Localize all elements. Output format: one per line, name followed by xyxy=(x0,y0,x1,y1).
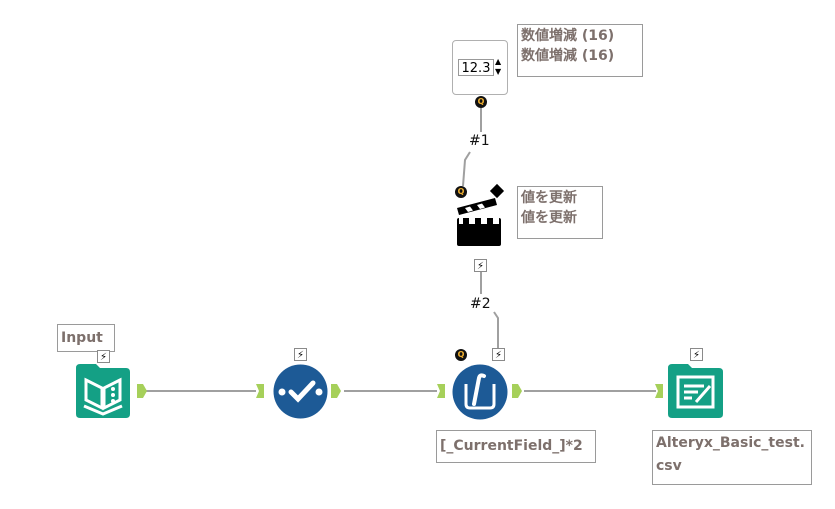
input-annotation: Input xyxy=(57,324,115,352)
connection-label-1: #1 xyxy=(469,133,490,149)
input-output-anchor xyxy=(137,384,147,398)
connection-2-bottom xyxy=(493,311,499,348)
lightning-anchor-icon[interactable]: ⚡ xyxy=(97,350,110,363)
formula-tool-beaker-icon[interactable] xyxy=(452,364,508,420)
lightning-anchor-icon[interactable]: ⚡ xyxy=(474,259,487,272)
question-anchor-icon[interactable]: Q xyxy=(455,186,467,198)
action-tool-clapperboard-icon[interactable] xyxy=(455,196,503,248)
output-annotation: Alteryx_Basic_test.csv xyxy=(652,430,812,485)
annotation-line: 数値増減 (16) xyxy=(521,48,615,64)
select-output-anchor xyxy=(331,384,341,398)
connection-label-2: #2 xyxy=(470,296,491,312)
lightning-anchor-icon[interactable]: ⚡ xyxy=(690,348,703,361)
output-input-anchor xyxy=(655,384,663,398)
numeric-updown-tool[interactable]: 12.3 ▲▼ xyxy=(452,40,508,95)
numeric-updown-annotation: 数値増減 (16) 数値増減 (16) xyxy=(517,24,643,77)
select-tool-icon[interactable] xyxy=(273,364,328,419)
spinner-arrows-icon: ▲▼ xyxy=(495,57,502,76)
connection-1-bottom xyxy=(462,151,471,187)
formula-input-anchor xyxy=(437,384,445,398)
lightning-anchor-icon[interactable]: ⚡ xyxy=(294,348,307,361)
action-annotation: 値を更新 値を更新 xyxy=(517,186,603,239)
question-anchor-icon[interactable]: Q xyxy=(475,96,487,108)
input-data-tool-book-icon[interactable] xyxy=(76,364,130,418)
numeric-value: 12.3 xyxy=(458,59,494,76)
formula-annotation: [_CurrentField_]*2 xyxy=(436,430,596,463)
annotation-line: 値を更新 xyxy=(521,210,577,226)
select-input-anchor xyxy=(256,384,264,398)
question-anchor-icon[interactable]: Q xyxy=(455,349,467,361)
lightning-anchor-icon[interactable]: ⚡ xyxy=(492,348,505,361)
annotation-line: 値を更新 xyxy=(521,190,577,206)
annotation-line: 数値増減 (16) xyxy=(521,28,615,44)
formula-output-anchor xyxy=(512,384,522,398)
output-data-tool-icon[interactable] xyxy=(668,364,723,418)
